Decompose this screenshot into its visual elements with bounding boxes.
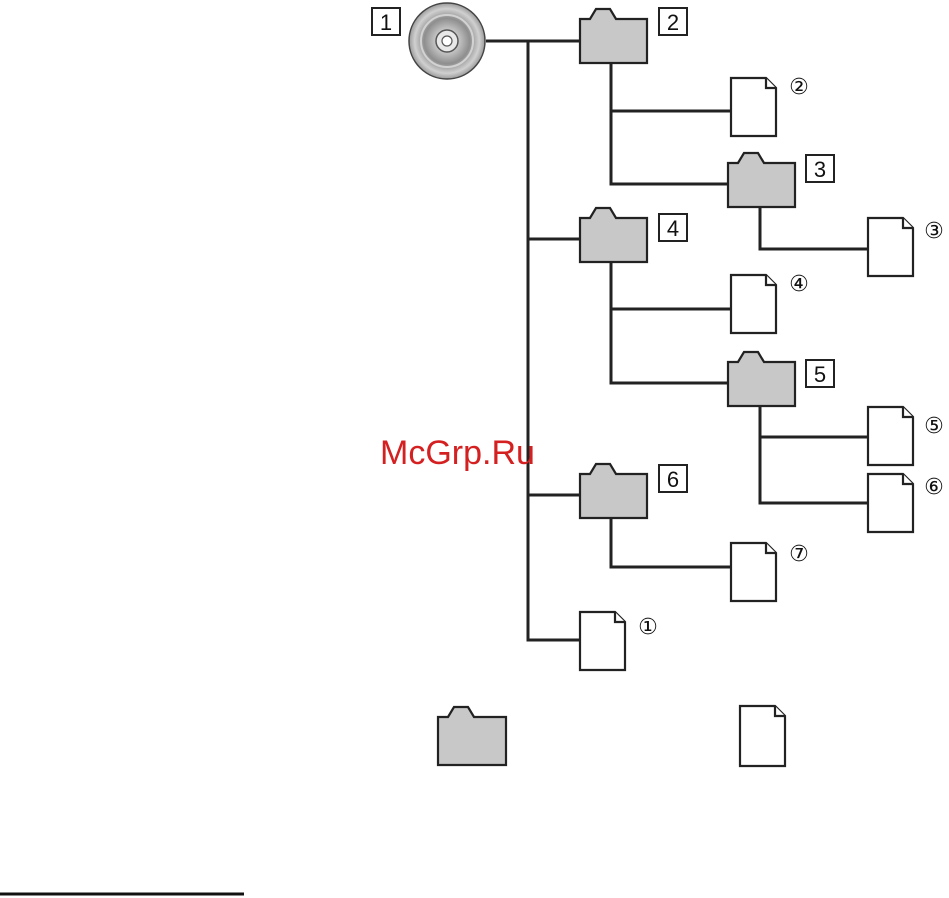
file-6-icon xyxy=(868,474,913,532)
file-5-label: ⑤ xyxy=(924,414,944,439)
tree-connectors xyxy=(486,41,868,640)
folder-5-icon xyxy=(728,352,795,406)
folder-6-label-text: 6 xyxy=(667,467,679,492)
folder-4-label-text: 4 xyxy=(667,216,679,241)
connector-folder4-trunk xyxy=(611,260,728,383)
legend-file-icon xyxy=(740,706,785,766)
folder-2-label: 2 xyxy=(659,8,687,35)
file-7-label-text: ⑦ xyxy=(789,542,809,567)
file-3-label-text: ③ xyxy=(924,219,944,244)
folder-2-label-text: 2 xyxy=(667,10,679,35)
watermark: McGrp.Ru xyxy=(380,434,535,472)
file-2-label: ② xyxy=(789,75,809,100)
file-4-icon xyxy=(731,275,776,333)
file-1-icon xyxy=(580,612,625,670)
folder-5-label: 5 xyxy=(806,360,834,387)
connector-folder5-trunk xyxy=(760,406,868,503)
root-label: 1 xyxy=(372,8,400,35)
file-5-label-text: ⑤ xyxy=(924,414,944,439)
folder-3-label: 3 xyxy=(806,155,834,182)
legend-folder-icon xyxy=(438,707,506,765)
connector-folder2-trunk xyxy=(611,62,728,184)
folder-3-label-text: 3 xyxy=(814,157,826,182)
file-3-label: ③ xyxy=(924,219,944,244)
file-4-label: ④ xyxy=(789,272,809,297)
file-1-label: ① xyxy=(638,615,658,640)
folder-3-icon xyxy=(728,153,795,207)
connector-folder6-file7 xyxy=(611,518,731,567)
folder-2-icon xyxy=(580,9,647,63)
disc-icon xyxy=(409,3,485,79)
folder-6-icon xyxy=(580,464,647,518)
connector-folder3-file3 xyxy=(760,208,868,249)
file-5-icon xyxy=(868,407,913,465)
file-7-label: ⑦ xyxy=(789,542,809,567)
connector-root-trunk xyxy=(486,41,580,640)
file-6-label: ⑥ xyxy=(924,475,944,500)
file-3-icon xyxy=(868,218,913,276)
file-6-label-text: ⑥ xyxy=(924,475,944,500)
file-4-label-text: ④ xyxy=(789,272,809,297)
file-2-icon xyxy=(731,78,776,136)
folder-6-label: 6 xyxy=(659,465,687,492)
file-1-label-text: ① xyxy=(638,615,658,640)
folder-5-label-text: 5 xyxy=(814,362,826,387)
file-7-icon xyxy=(731,543,776,601)
file-2-label-text: ② xyxy=(789,75,809,100)
folder-4-label: 4 xyxy=(659,214,687,241)
folder-4-icon xyxy=(580,208,647,262)
root-label-text: 1 xyxy=(380,10,392,35)
